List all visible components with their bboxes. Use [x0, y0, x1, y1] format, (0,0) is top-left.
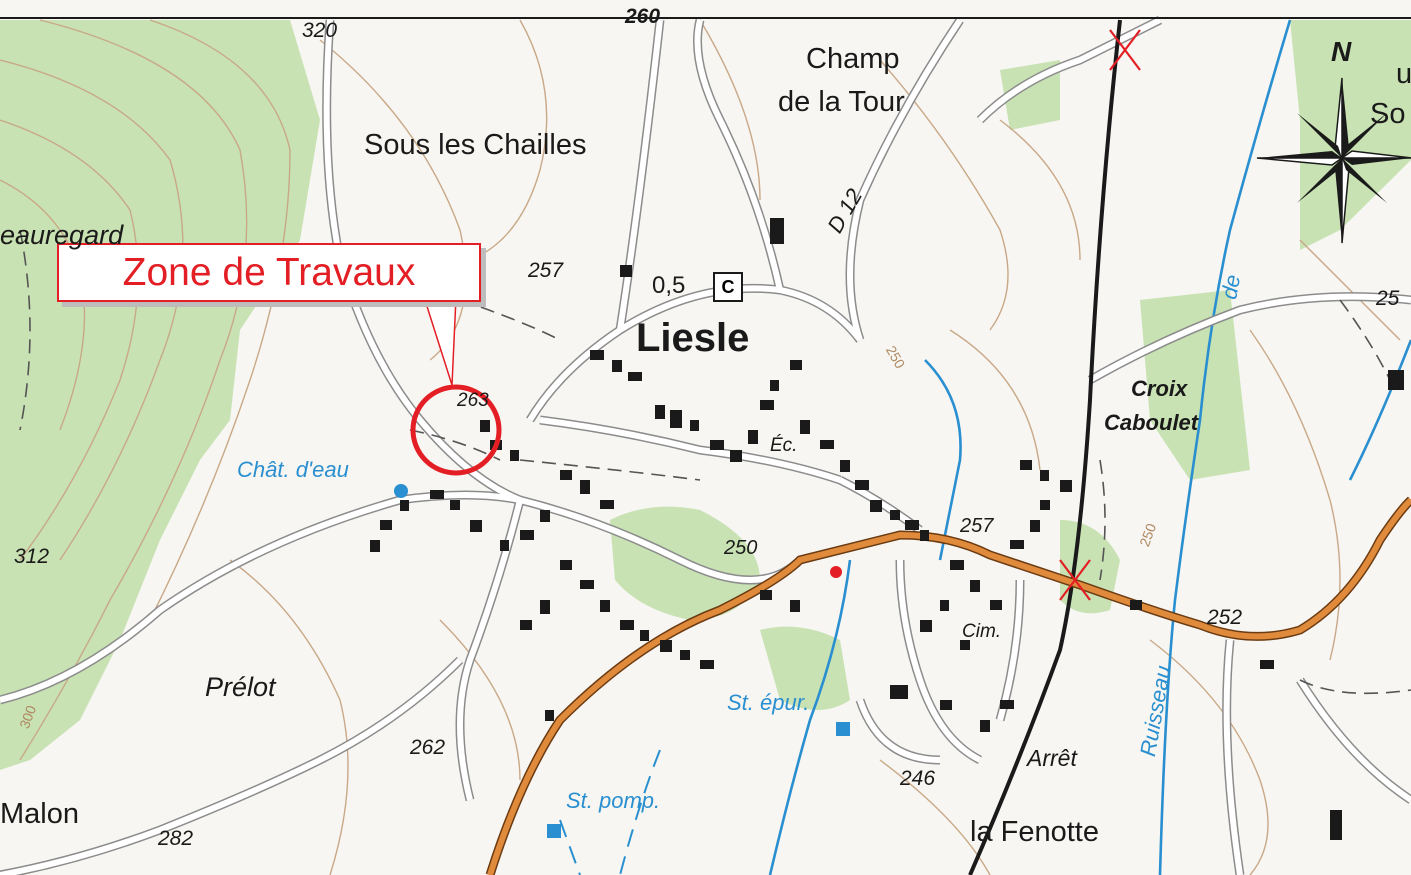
- altitude-edge: 25: [1376, 287, 1400, 310]
- place-caboulet: Caboulet: [1104, 410, 1199, 435]
- altitude-262: 262: [410, 736, 446, 759]
- stream-label-de: de: [1216, 272, 1246, 302]
- work-zone-circle: [410, 384, 502, 476]
- altitude-312: 312: [14, 545, 50, 568]
- place-sous-les-chailles: Sous les Chailles: [364, 129, 587, 161]
- place-la-fenotte: la Fenotte: [970, 816, 1099, 848]
- altitude-246: 246: [900, 767, 936, 790]
- place-arret: Arrêt: [1027, 745, 1077, 771]
- work-zone-callout: Zone de Travaux: [57, 243, 481, 302]
- distance-label: 0,5: [652, 272, 686, 299]
- altitude-257-east: 257: [960, 515, 994, 537]
- railway: [968, 19, 1122, 875]
- church-marker: [830, 566, 842, 578]
- school-label: Éc.: [770, 435, 798, 456]
- altitude-320: 320: [302, 19, 338, 42]
- buildings: [370, 218, 1404, 840]
- altitude-257-north: 257: [528, 259, 564, 282]
- sewage-plant-label: St. épur.: [727, 690, 810, 715]
- altitude-260: 260: [625, 5, 661, 28]
- altitude-252: 252: [1207, 606, 1243, 629]
- compass-rose: [1256, 77, 1411, 244]
- cemetery-label: Cim.: [962, 621, 1002, 642]
- compass-north-label: N: [1331, 36, 1352, 67]
- altitude-282: 282: [158, 827, 194, 850]
- altitude-250: 250: [724, 537, 758, 559]
- main-road: [485, 496, 1411, 875]
- place-edge-so: So: [1370, 98, 1406, 130]
- callout-pointer: [423, 296, 457, 386]
- intermittent-streams: [559, 749, 661, 875]
- tracks: [19, 229, 1411, 695]
- campsite-badge: C: [713, 272, 743, 302]
- place-de-la-tour: de la Tour: [778, 86, 905, 118]
- water-tower-marker: [394, 484, 408, 498]
- forest-areas: [0, 20, 1411, 770]
- place-prelot: Prélot: [205, 672, 276, 702]
- place-beauregard: eauregard: [0, 220, 124, 250]
- altitude-263: 263: [457, 390, 489, 411]
- place-croix: Croix: [1131, 376, 1188, 401]
- streams: [768, 19, 1411, 875]
- pumping-station-label: St. pomp.: [566, 788, 661, 813]
- place-malon: Malon: [0, 798, 79, 830]
- water-tower-label: Chât. d'eau: [237, 457, 349, 482]
- pumping-station-marker: [547, 824, 561, 838]
- place-edge-u: u: [1396, 58, 1411, 90]
- town-liesle: Liesle: [636, 316, 750, 360]
- place-champ: Champ: [806, 43, 900, 75]
- sewage-plant-marker: [836, 722, 850, 736]
- crossing-markers: [1059, 29, 1141, 601]
